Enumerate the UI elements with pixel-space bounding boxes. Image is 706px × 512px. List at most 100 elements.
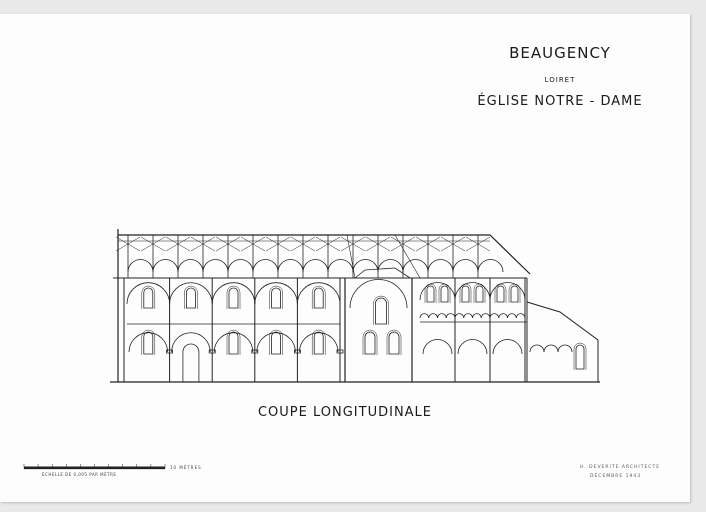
truss-brace	[265, 236, 291, 252]
lower-arcade-arch	[256, 332, 296, 353]
choir-window-frame	[508, 283, 521, 303]
triforium-arch	[445, 313, 456, 319]
pier-capital	[251, 349, 259, 354]
truss-arch	[402, 259, 429, 273]
pier-capital	[208, 349, 216, 354]
lower-arcade-arch	[128, 332, 168, 353]
crossing-lower-window-frame	[362, 329, 378, 355]
truss-arch	[277, 259, 304, 273]
scale-label: ÉCHELLE DE 0,005 PAR MÈTRE	[42, 472, 117, 477]
aisle-window	[143, 331, 154, 355]
truss-brace	[315, 236, 341, 252]
choir-upper-arch	[419, 282, 456, 301]
choir-window	[475, 285, 484, 303]
truss-brace	[140, 236, 166, 252]
truss-brace	[440, 236, 466, 252]
apse-arch	[557, 344, 573, 353]
clerestory-window	[186, 287, 196, 309]
triforium-arch	[428, 313, 438, 319]
choir-window	[510, 285, 519, 303]
choir-upper-arch	[454, 282, 491, 301]
truss-brace	[415, 236, 441, 252]
truss-brace	[340, 236, 366, 252]
architect-credit: H. DEVERITE ARCHITECTE	[580, 465, 661, 470]
choir-arcade-arch	[457, 339, 488, 355]
lower-arcade-arch	[299, 332, 339, 353]
truss-arch	[302, 259, 329, 273]
choir-arcade-arch	[422, 339, 453, 355]
truss-brace	[240, 236, 266, 252]
triforium-arch	[498, 313, 508, 319]
choir-window-frame	[424, 283, 437, 303]
scale-bar-fill	[23, 466, 166, 470]
clerestory-window-frame	[269, 285, 283, 309]
clerestory-window	[143, 287, 154, 309]
choir-window	[461, 285, 470, 303]
upper-arch	[169, 282, 213, 305]
pier-capital	[293, 349, 301, 354]
truss-arch	[452, 259, 479, 273]
section-caption: COUPE LONGITUDINALE	[257, 405, 433, 420]
truss-brace	[365, 236, 391, 252]
truss-arch	[152, 259, 179, 273]
upper-arch	[297, 282, 341, 305]
triforium-arch	[463, 313, 473, 319]
clerestory-window-frame	[184, 285, 198, 309]
triforium-arch	[507, 313, 517, 319]
lower-arcade-arch	[171, 332, 211, 353]
aisle-window	[228, 331, 239, 355]
clerestory-window-frame	[226, 285, 241, 309]
choir-window-frame	[473, 283, 486, 303]
triforium-arch	[437, 313, 447, 319]
crossing-strut	[346, 234, 356, 279]
crossing-arch	[349, 279, 408, 309]
truss-brace	[465, 236, 491, 252]
truss-arch	[127, 259, 154, 273]
truss-brace	[165, 236, 191, 252]
choir-window	[426, 285, 435, 303]
department-label: LOIRET	[544, 76, 576, 84]
crossing-strut	[394, 234, 421, 279]
truss-arch	[327, 259, 354, 273]
apse-arch	[529, 344, 545, 353]
pier-capital	[336, 349, 344, 354]
upper-arch	[126, 282, 170, 305]
aisle-window-frame	[269, 329, 283, 355]
truss-brace	[215, 236, 241, 252]
truss-brace	[290, 236, 316, 252]
triforium-arch	[515, 313, 526, 319]
crossing-lower-window-frame	[386, 329, 402, 355]
aisle-window-frame	[311, 329, 326, 355]
truss-brace	[390, 236, 416, 252]
truss-arch	[202, 259, 229, 273]
upper-arch	[254, 282, 298, 305]
truss-arch	[227, 259, 254, 273]
roof-outline	[118, 234, 531, 275]
triforium-arch	[489, 313, 500, 319]
choir-window-frame	[494, 283, 507, 303]
truss-brace	[190, 236, 216, 252]
choir-arcade-arch	[492, 339, 523, 355]
aisle-window	[271, 331, 281, 355]
apse-arch	[543, 344, 559, 353]
crossing-vault-top	[354, 267, 411, 279]
choir-window	[440, 285, 449, 303]
truss-arch	[377, 259, 404, 273]
truss-arch	[177, 259, 204, 273]
triforium-arch	[480, 313, 491, 319]
clerestory-window-frame	[141, 285, 156, 309]
town-title: BEAUGENCY	[509, 44, 611, 62]
truss-arch	[352, 259, 379, 273]
drawing-sheet	[0, 14, 690, 502]
church-title: ÉGLISE NOTRE - DAME	[477, 94, 643, 109]
truss-arch	[252, 259, 279, 273]
aisle-window-frame	[141, 329, 156, 355]
apse-window-frame	[573, 342, 587, 370]
upper-arch	[211, 282, 256, 305]
crossing-lower-window	[388, 331, 400, 355]
pier-capital	[166, 349, 174, 354]
choir-window-frame	[459, 283, 472, 303]
west-doorway	[182, 343, 200, 382]
triforium-arch	[472, 313, 482, 319]
